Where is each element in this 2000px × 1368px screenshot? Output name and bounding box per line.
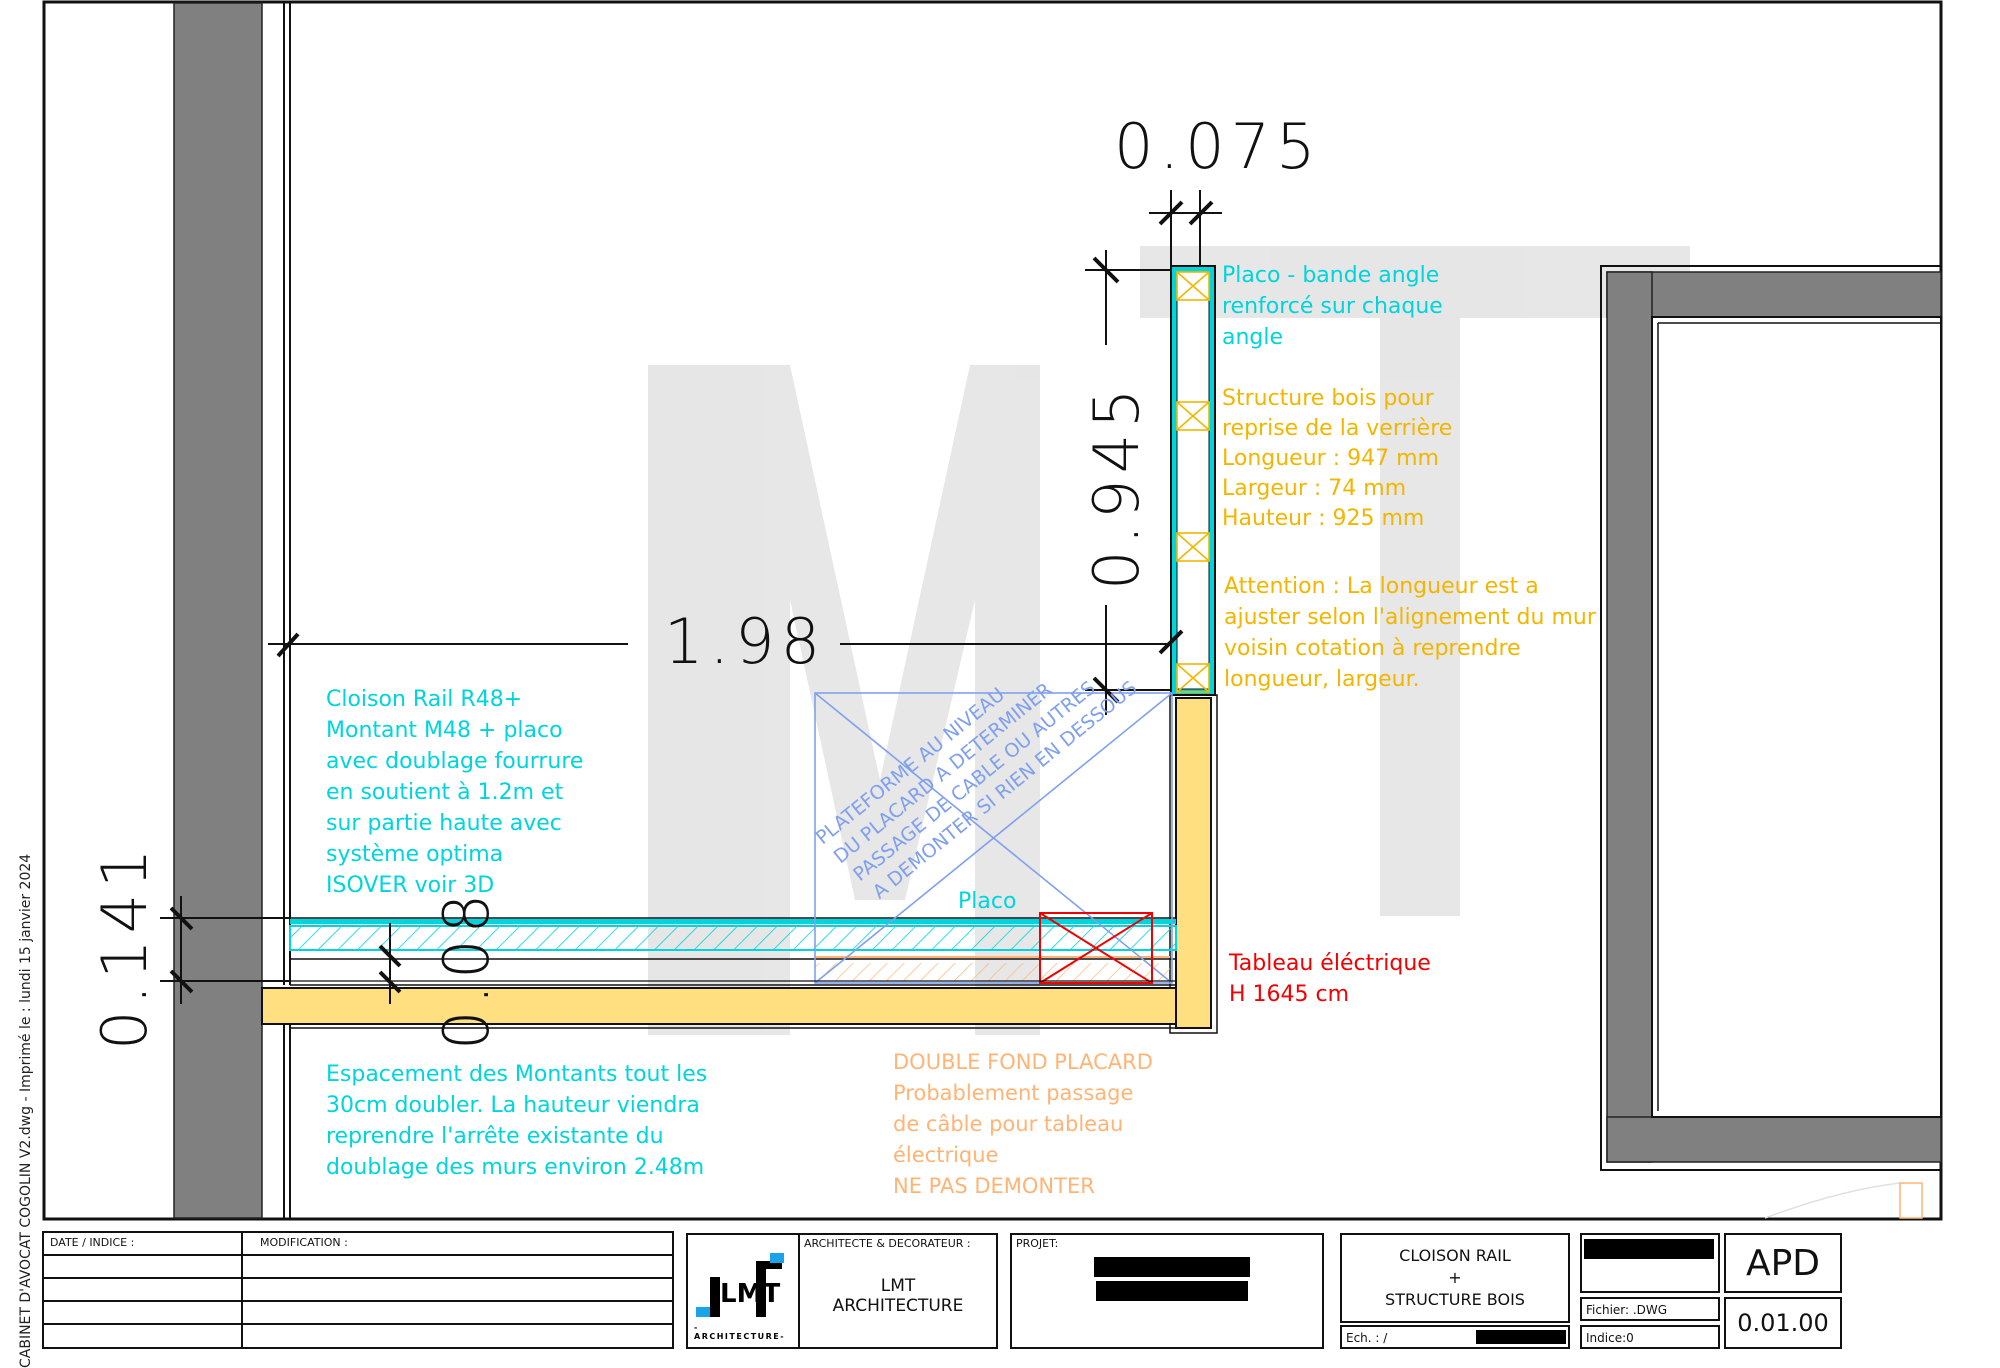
redacted-client — [1584, 1239, 1714, 1259]
scale-label: Ech. : / — [1346, 1331, 1388, 1345]
modification-label: MODIFICATION : — [260, 1236, 348, 1249]
redacted-project-name — [1094, 1257, 1250, 1277]
wood-block — [1176, 663, 1210, 693]
architect-block: LMT -ARCHITECTURE- ARCHITECTE & DECORATE… — [686, 1233, 998, 1349]
date-indice-label: DATE / INDICE : — [50, 1236, 135, 1249]
door-swing-arc — [1764, 1182, 1901, 1219]
wood-block — [1176, 271, 1210, 301]
dim-0-141: 0.141 — [88, 842, 161, 1051]
note-cloison: Cloison Rail R48+ Montant M48 + placo av… — [326, 687, 584, 898]
client-block — [1580, 1233, 1720, 1293]
platform-zone — [814, 692, 1173, 984]
note-tableau-electrique: Tableau éléctrique H 1645 cm — [1229, 951, 1431, 1007]
project-block: PROJET: — [1010, 1233, 1324, 1349]
electrical-panel — [1039, 912, 1153, 984]
index-field: Indice:0 — [1580, 1325, 1720, 1349]
dim-1-98: 1.98 — [664, 605, 827, 678]
note-placo: Placo — [958, 889, 1017, 914]
redacted-scale — [1476, 1330, 1566, 1344]
logo-subtitle: -ARCHITECTURE- — [694, 1323, 786, 1341]
architect-label: ARCHITECTE & DECORATEUR : — [804, 1237, 971, 1250]
note-attention: Attention : La longueur est a ajuster se… — [1224, 574, 1596, 692]
dim-0-075: 0.075 — [1114, 110, 1322, 183]
wood-structure-post — [1170, 265, 1216, 696]
lmt-logo: LMT -ARCHITECTURE- — [694, 1253, 786, 1341]
revision-table: DATE / INDICE : MODIFICATION : — [42, 1231, 674, 1349]
wood-column — [1175, 697, 1212, 1029]
dim-0-945: 0.945 — [1080, 382, 1153, 591]
door-marker — [1899, 1182, 1923, 1219]
left-wall — [173, 2, 263, 1219]
file-label: Fichier: .DWG — [1586, 1303, 1668, 1317]
revision-label: 0.01.00 — [1737, 1309, 1829, 1337]
redacted-project-address — [1096, 1281, 1248, 1301]
lmt-watermark — [648, 246, 1690, 1035]
note-plateforme: PLATEFORME AU NIVEAU DU PLACARD A DETERM… — [812, 677, 1172, 983]
dim-0-08: 0.08 — [430, 887, 503, 1050]
file-print-label: CABINET D'AVOCAT COGOLIN V2.dwg - Imprim… — [18, 853, 34, 1368]
file-field: Fichier: .DWG — [1580, 1297, 1720, 1321]
index-label: Indice:0 — [1586, 1331, 1634, 1345]
drawing-title-text: CLOISON RAIL + STRUCTURE BOIS — [1385, 1246, 1525, 1309]
wood-block — [1176, 532, 1210, 562]
dimension-lines — [160, 190, 1222, 1004]
note-structure-bois: Structure bois pour reprise de la verriè… — [1222, 386, 1453, 531]
project-label: PROJET: — [1016, 1237, 1059, 1250]
note-placo-angle: Placo - bande angle renforcé sur chaque … — [1222, 263, 1443, 350]
note-espacement: Espacement des Montants tout les 30cm do… — [326, 1062, 708, 1180]
wood-beam — [261, 987, 1177, 1025]
revision-box: 0.01.00 — [1724, 1297, 1842, 1349]
cloison-rail-layer — [289, 917, 1177, 960]
scale-field: Ech. : / — [1340, 1325, 1570, 1349]
phase-box: APD — [1724, 1233, 1842, 1293]
right-wall — [1600, 265, 1942, 1171]
drawing-title: CLOISON RAIL + STRUCTURE BOIS — [1340, 1233, 1570, 1323]
phase-label: APD — [1745, 1242, 1821, 1284]
wood-blocks — [1176, 271, 1210, 693]
architect-name: LMT ARCHITECTURE — [832, 1276, 964, 1316]
wood-block — [1176, 401, 1210, 431]
note-double-fond: DOUBLE FOND PLACARD Probablement passage… — [893, 1050, 1153, 1198]
